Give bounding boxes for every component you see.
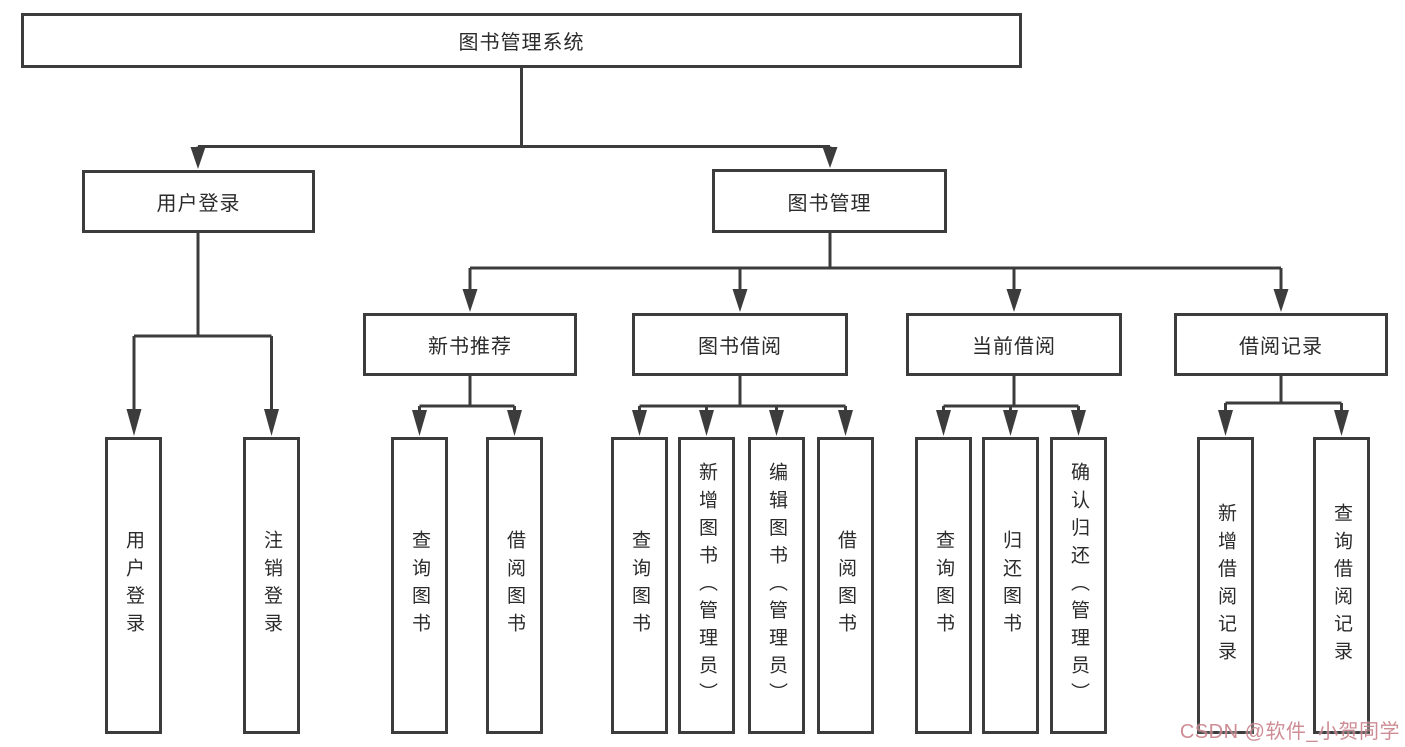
leaf-return-book: 归还图书 bbox=[982, 437, 1039, 734]
node-root: 图书管理系统 bbox=[21, 13, 1022, 68]
leaf-query-book-rec: 查询图书 bbox=[391, 437, 448, 734]
node-new-book-rec: 新书推荐 bbox=[363, 313, 577, 376]
leaf-user-login: 用户登录 bbox=[105, 437, 162, 734]
leaf-query-book-rec-label: 查询图书 bbox=[409, 530, 430, 641]
node-user-login-label: 用户登录 bbox=[156, 193, 241, 215]
leaf-add-borrow-record-label: 新增借阅记录 bbox=[1215, 502, 1236, 669]
leaf-edit-book-admin-label: 编辑图书（管理员） bbox=[766, 461, 787, 710]
leaf-query-book-borrow-label: 查询图书 bbox=[629, 530, 650, 641]
node-root-label: 图书管理系统 bbox=[458, 32, 585, 54]
leaf-confirm-return-admin: 确认归还（管理员） bbox=[1050, 437, 1107, 734]
leaf-query-borrow-record: 查询借阅记录 bbox=[1313, 437, 1370, 734]
node-current-borrow-label: 当前借阅 bbox=[972, 336, 1056, 358]
node-book-borrow-label: 图书借阅 bbox=[698, 336, 782, 358]
leaf-logout-label: 注销登录 bbox=[261, 530, 282, 641]
leaf-query-borrow-record-label: 查询借阅记录 bbox=[1331, 502, 1352, 669]
leaf-confirm-return-admin-label: 确认归还（管理员） bbox=[1068, 461, 1089, 710]
leaf-query-book-current: 查询图书 bbox=[915, 437, 972, 734]
node-user-login: 用户登录 bbox=[82, 170, 315, 233]
leaf-borrow-book-rec: 借阅图书 bbox=[486, 437, 543, 734]
leaf-borrow-book-label: 借阅图书 bbox=[835, 530, 856, 641]
leaf-query-book-current-label: 查询图书 bbox=[933, 530, 954, 641]
leaf-user-login-label: 用户登录 bbox=[123, 530, 144, 641]
node-current-borrow: 当前借阅 bbox=[906, 313, 1122, 376]
node-book-borrow: 图书借阅 bbox=[632, 313, 848, 376]
csdn-watermark: CSDN @软件_小贺同学 bbox=[1179, 721, 1400, 743]
leaf-add-borrow-record: 新增借阅记录 bbox=[1197, 437, 1254, 734]
leaf-logout: 注销登录 bbox=[243, 437, 300, 734]
leaf-borrow-book-rec-label: 借阅图书 bbox=[504, 530, 525, 641]
leaf-add-book-admin-label: 新增图书（管理员） bbox=[696, 461, 717, 710]
node-new-book-rec-label: 新书推荐 bbox=[428, 336, 512, 358]
leaf-edit-book-admin: 编辑图书（管理员） bbox=[748, 437, 805, 734]
node-borrow-record: 借阅记录 bbox=[1174, 313, 1388, 376]
node-borrow-record-label: 借阅记录 bbox=[1239, 336, 1323, 358]
leaf-borrow-book: 借阅图书 bbox=[817, 437, 874, 734]
leaf-add-book-admin: 新增图书（管理员） bbox=[678, 437, 735, 734]
leaf-query-book-borrow: 查询图书 bbox=[611, 437, 668, 734]
leaf-return-book-label: 归还图书 bbox=[1000, 530, 1021, 641]
node-book-mgmt: 图书管理 bbox=[712, 169, 947, 233]
node-book-mgmt-label: 图书管理 bbox=[787, 192, 872, 215]
